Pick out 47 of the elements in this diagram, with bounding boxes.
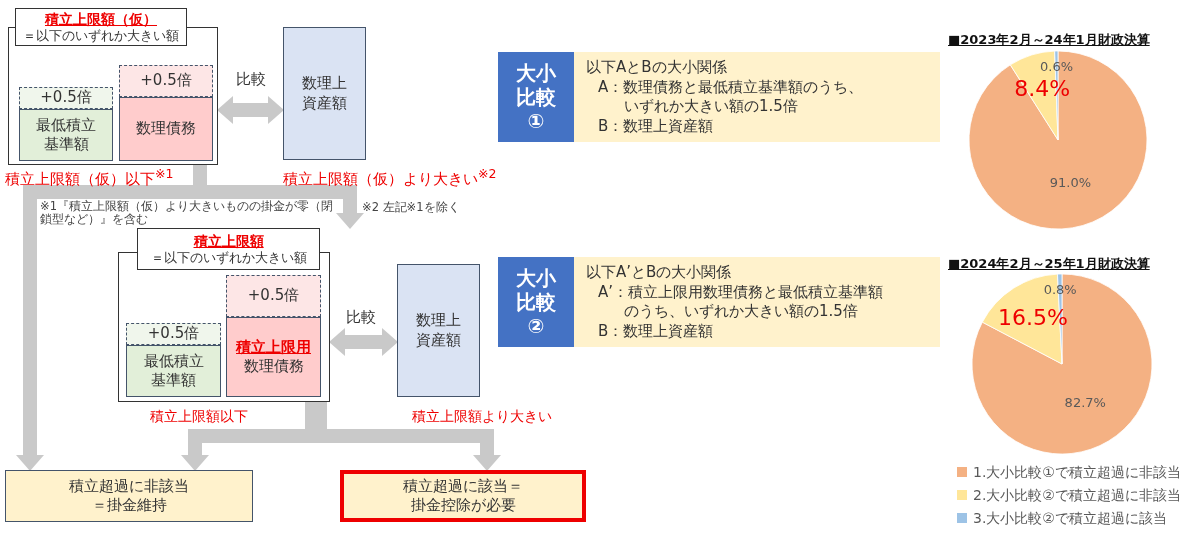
note-text: 以下AとBの大小関係: [586, 58, 728, 78]
chart-title: ■2024年2月～25年1月財政決算: [948, 255, 1150, 273]
dashed-box: +0.5倍: [119, 65, 213, 97]
edge-label: 積立上限額以下: [150, 408, 248, 425]
edge-label: 積立上限額（仮）より大きい$^{※2}$: [283, 166, 497, 188]
legend-text: 3.大小比較②で積立超過に該当: [973, 509, 1167, 528]
edge-label: 積立上限額より大きい: [412, 408, 552, 425]
value-box: [226, 317, 321, 397]
result-box: 積立超過に非該当＝掛金維持: [5, 470, 253, 522]
asset-box: 数理上資産額: [397, 264, 480, 397]
edge-label: 積立上限額（仮）以下$^{※1}$: [5, 166, 174, 188]
value-box: 数理債務: [119, 97, 213, 161]
note-box: [574, 52, 940, 142]
data-label: 8.4%: [1014, 76, 1071, 102]
result-box: 積立超過に該当＝掛金控除が必要: [340, 470, 586, 522]
footnote: ※2 左記※1を除く: [362, 201, 461, 214]
subheading-text: ＝以下のいずれか大きい額: [23, 27, 179, 43]
subheading-text: ＝以下のいずれか大きい額: [150, 249, 307, 265]
heading-text: 積立上限額: [193, 233, 264, 250]
note-text: 以下A’とBの大小関係: [586, 263, 733, 283]
dashed-box: +0.5倍: [126, 323, 221, 345]
note-text: A：数理債務と最低積立基準額のうち、いずれか大きい額の1.5倍: [597, 77, 865, 117]
badge: 大小比較②: [498, 257, 574, 347]
dashed-box: +0.5倍: [226, 275, 321, 317]
legend-text: 1.大小比較①で積立超過に非該当: [973, 463, 1181, 482]
dashed-box: +0.5倍: [19, 87, 113, 109]
arrow: [329, 328, 398, 356]
chart-title: ■2023年2月～24年1月財政決算: [948, 31, 1150, 49]
data-label: 91.0%: [1049, 175, 1092, 190]
arrow: [217, 96, 284, 124]
asset-box: 数理上資産額: [283, 27, 366, 160]
label-text: 数理債務: [243, 357, 304, 377]
legend-text: 2.大小比較②で積立超過に非該当: [973, 486, 1181, 505]
badge: 大小比較①: [498, 52, 574, 142]
edge-label: 比較: [236, 70, 266, 88]
value-box: 最低積立基準額: [19, 109, 113, 161]
footnote: ※1『積立上限額（仮）より大きいものの掛金が零（閉鎖型など）』を含む: [40, 200, 334, 226]
note-text: A’：積立上限用数理債務と最低積立基準額のうち、いずれか大きい額の1.5倍: [597, 282, 885, 322]
note-box: [574, 257, 940, 347]
edge-label: 比較: [346, 308, 376, 326]
heading-text: 積立上限額（仮）: [45, 11, 157, 28]
note-text: B：数理上資産額: [597, 116, 715, 136]
value-box: 最低積立基準額: [126, 345, 221, 397]
data-label: 16.5%: [998, 306, 1068, 331]
highlight-text: 積立上限用: [236, 337, 311, 357]
data-label: 82.7%: [1064, 395, 1106, 410]
note-text: B：数理上資産額: [597, 321, 715, 341]
